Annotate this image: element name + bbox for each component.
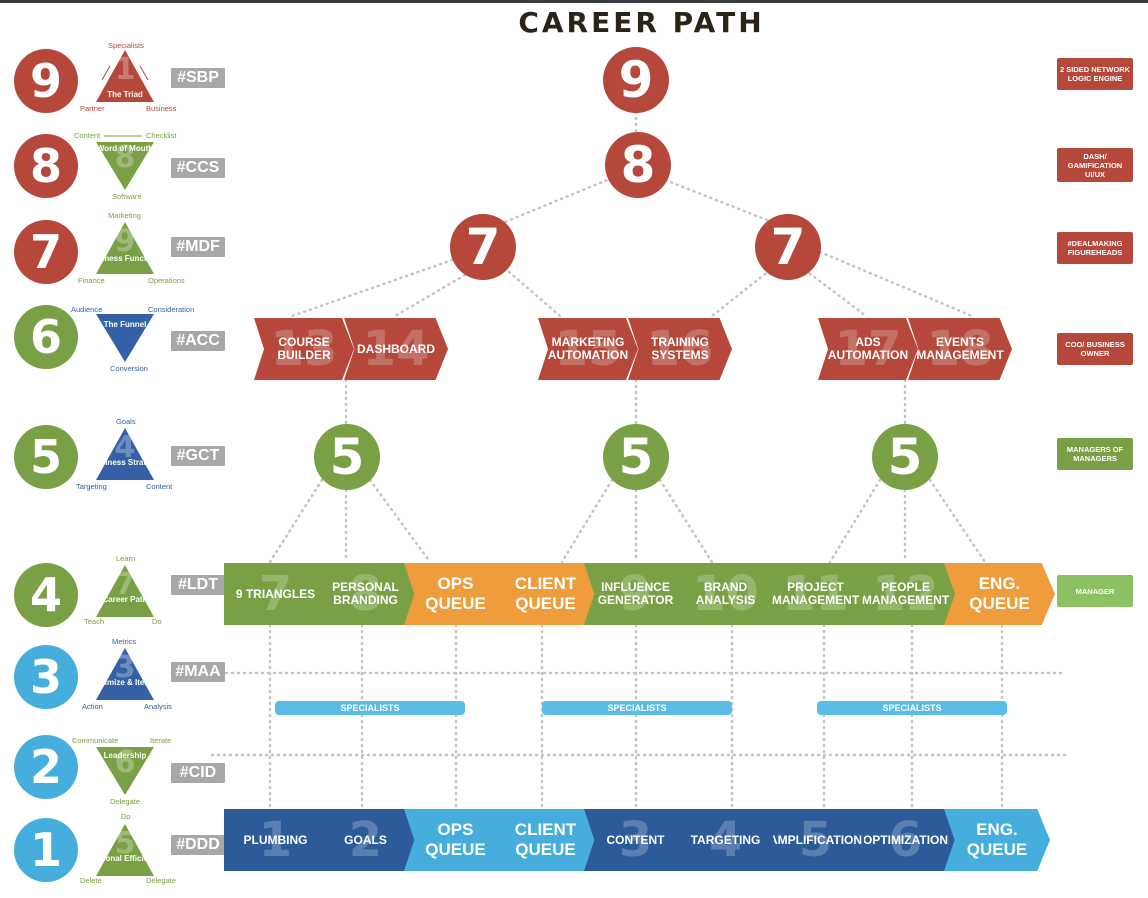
leadership-triangle: 6 Leadership Communicate Iterate Delegat…: [72, 736, 172, 806]
tag-ldt: #LDT: [171, 575, 225, 595]
level-3-circle: 3: [14, 645, 78, 709]
node-7-right: 7: [755, 214, 821, 280]
role-network-engine: 2 SIDED NETWORK LOGIC ENGINE: [1057, 58, 1133, 90]
tag-acc: #ACC: [171, 331, 225, 351]
role-managers-of-managers: MANAGERS OF MANAGERS: [1057, 438, 1133, 470]
tag-cid: #CID: [171, 763, 225, 783]
triad-triangle: 1 The Triad Specialists Partner Business: [80, 41, 177, 113]
business-functions-triangle: 9 Business Functions Marketing Finance O…: [78, 211, 185, 285]
career-path-triangle: 7 Career Path Learn Teach Do: [84, 554, 162, 626]
level-7-circle: 7: [14, 220, 78, 284]
role-dealmaking: #DEALMAKING FIGUREHEADS: [1057, 232, 1133, 264]
role-dash-gamification: DASH/ GAMIFICATION UI/UX: [1057, 148, 1133, 182]
chevron-client-queue-1: CLIENT QUEUE: [494, 809, 597, 871]
level-9-circle: 9: [14, 49, 78, 113]
level-6-circle: 6: [14, 305, 78, 369]
tag-mdf: #MDF: [171, 237, 225, 257]
role-manager: MANAGER: [1057, 575, 1133, 607]
tag-maa: #MAA: [171, 662, 225, 682]
level-8-circle: 8: [14, 134, 78, 198]
level-5-circle: 5: [14, 425, 78, 489]
page-title: CAREER PATH: [518, 6, 765, 39]
chevron-eng-queue-4: ENG. QUEUE: [944, 563, 1055, 625]
node-5-left: 5: [314, 424, 380, 490]
funnel-triangle: The Funnel Audience Consideration Conver…: [71, 305, 195, 373]
level-2-circle: 2: [14, 735, 78, 799]
node-9: 9: [603, 47, 669, 113]
tag-sbp: #SBP: [171, 68, 225, 88]
tag-ccs: #CCS: [171, 158, 225, 178]
specialists-bar-center: SPECIALISTS: [542, 701, 732, 715]
business-strategy-triangle: 4 Business Strategy Goals Targeting Cont…: [76, 417, 173, 491]
personal-efficiency-triangle: 5 Personal Efficiency Do Delete Delegate: [80, 812, 177, 885]
node-8: 8: [605, 132, 671, 198]
tag-ddd: #DDD: [171, 835, 225, 855]
word-of-mouth-triangle: 8 Word of Mouth Content Checklist Softwa…: [74, 131, 177, 201]
level-4-circle: 4: [14, 563, 78, 627]
node-5-right: 5: [872, 424, 938, 490]
node-7-left: 7: [450, 214, 516, 280]
node-5-center: 5: [603, 424, 669, 490]
top-border: [0, 0, 1148, 3]
chevron-ops-queue-1: OPS QUEUE: [404, 809, 507, 871]
level-1-circle: 1: [14, 818, 78, 882]
chevron-client-queue-4: CLIENT QUEUE: [494, 563, 597, 625]
specialists-bar-right: SPECIALISTS: [817, 701, 1007, 715]
optimize-iterate-triangle: 3 Optimize & Iterate Metrics Action Anal…: [82, 637, 172, 711]
tag-gct: #GCT: [171, 446, 225, 466]
chevron-ops-queue-4: OPS QUEUE: [404, 563, 507, 625]
specialists-bar-left: SPECIALISTS: [275, 701, 465, 715]
role-coo: COO/ BUSINESS OWNER: [1057, 333, 1133, 365]
chevron-eng-queue-1: ENG. QUEUE: [944, 809, 1050, 871]
